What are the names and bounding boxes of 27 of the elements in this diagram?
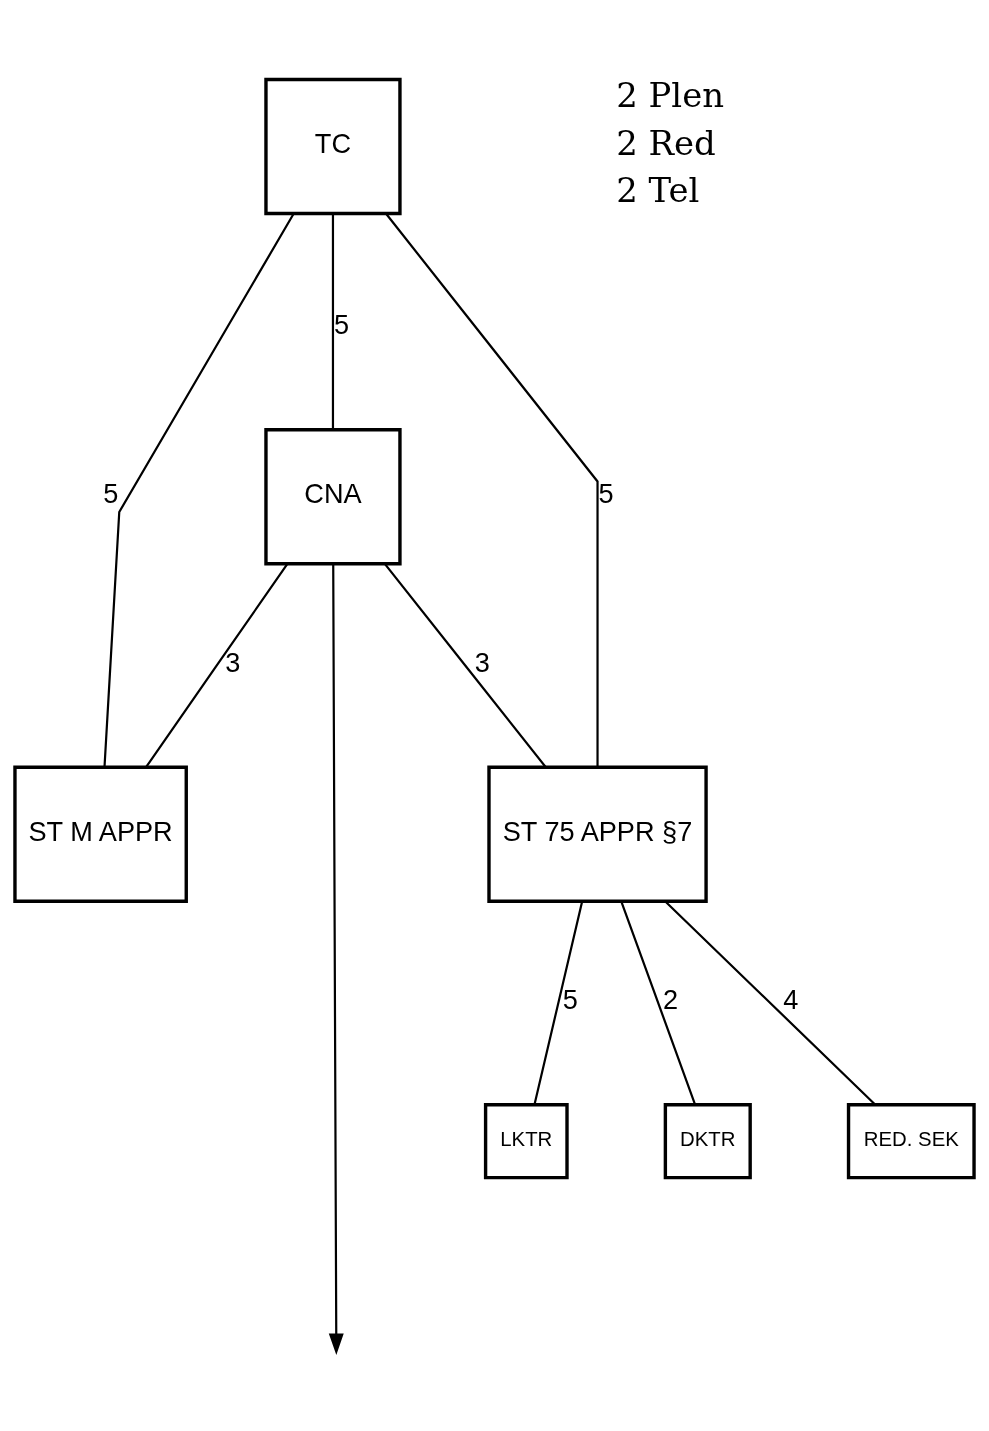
connector [145,563,288,768]
edge-label: 5 [598,478,614,510]
node-box: ST 75 APPR §7 [487,765,708,903]
edge-label: 3 [225,646,241,678]
edge-label: 5 [103,478,119,510]
node-box: RED. SEK [846,1103,976,1180]
label: 2 Tel [616,171,700,211]
connector [664,901,876,1106]
connector [620,901,696,1105]
connector [533,901,584,1105]
arrow [328,564,344,1355]
edge-label: 2 [662,984,679,1016]
node-box: ST M APPR [13,765,188,903]
edge-label: 5 [562,984,578,1016]
edge-label: 3 [474,646,490,678]
connector [385,213,599,768]
edge-label: 5 [333,309,349,341]
node-box: TC [264,77,402,216]
connector [103,213,295,767]
connector [384,563,547,768]
connector [331,214,335,430]
label: 2 Red [616,123,716,163]
node-box: CNA [264,428,402,566]
node-box: LKTR [483,1103,569,1180]
edge-label: 4 [783,984,799,1016]
label: 2 Plen [616,76,725,116]
node-box: DKTR [663,1103,752,1180]
